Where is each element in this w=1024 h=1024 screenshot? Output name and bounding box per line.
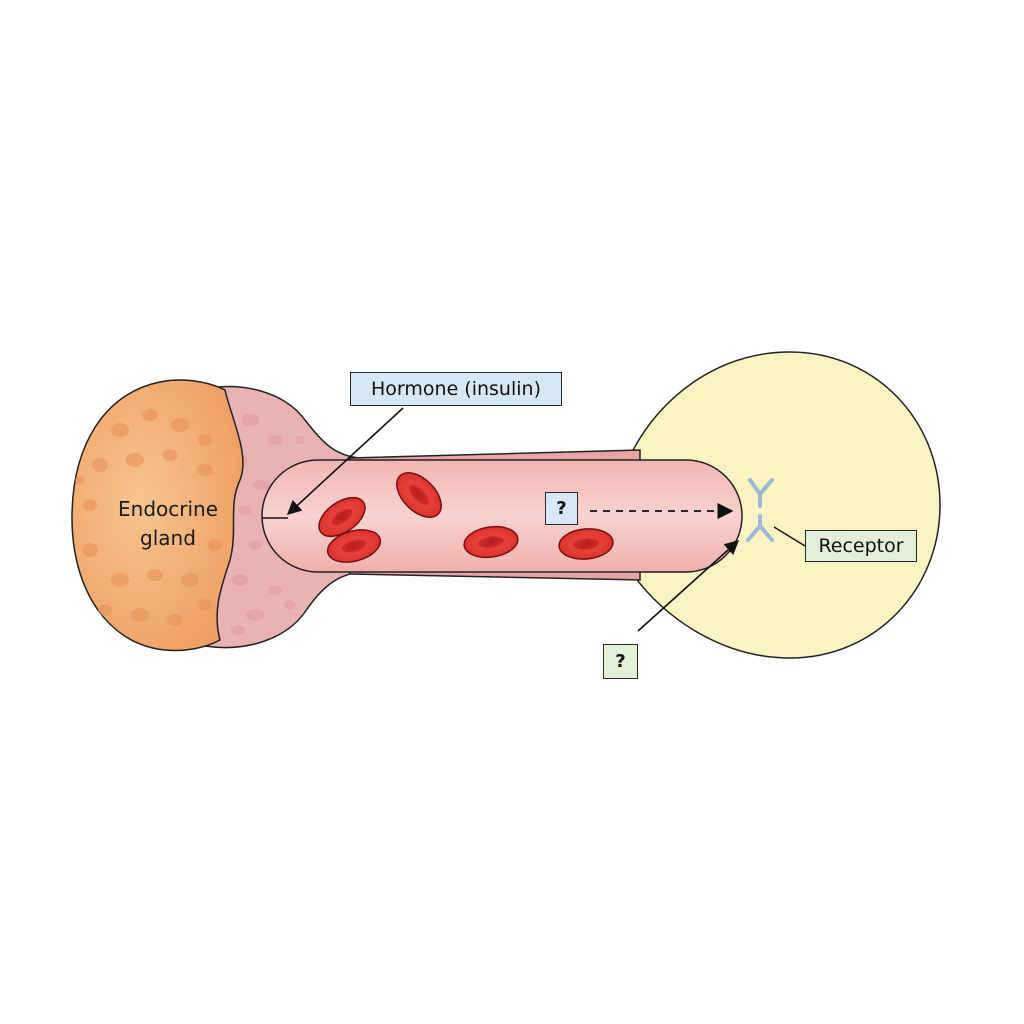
red-blood-cell xyxy=(396,472,442,518)
endocrine-gland xyxy=(71,379,244,652)
red-blood-cell xyxy=(558,528,614,560)
unknown-label-2: ? xyxy=(603,644,638,679)
target-cell xyxy=(629,351,941,659)
receptor-leader-line xyxy=(773,526,806,547)
gland-label-line2: gland xyxy=(140,526,196,550)
red-blood-cell xyxy=(318,496,366,538)
endocrine-gland-label: Endocrine gland xyxy=(100,495,236,553)
red-blood-cells xyxy=(318,472,614,563)
vessel-lumen xyxy=(261,459,743,573)
hormone-label: Hormone (insulin) xyxy=(350,372,562,406)
red-blood-cell xyxy=(326,529,382,563)
unknown-label-1: ? xyxy=(545,492,578,525)
unknown-arrow xyxy=(637,540,740,632)
hormone-arrow xyxy=(286,407,404,515)
receptor-icon xyxy=(746,478,774,542)
red-blood-cell xyxy=(463,525,519,559)
receptor-label: Receptor xyxy=(805,530,917,562)
gland-label-line1: Endocrine xyxy=(118,497,218,521)
